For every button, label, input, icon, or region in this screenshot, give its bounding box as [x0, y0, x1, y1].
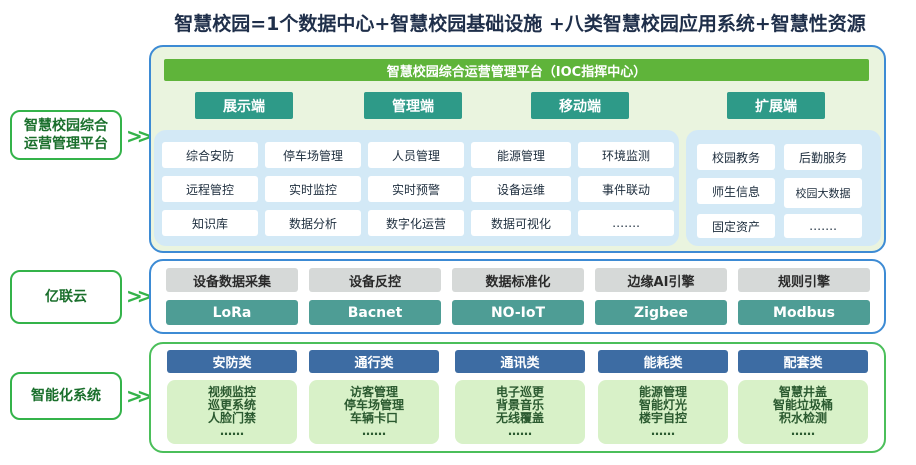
- list-item: 能源管理: [638, 385, 687, 399]
- cloud-protocol[interactable]: Zigbee: [595, 300, 727, 325]
- intelligent-label: 智能化系统: [10, 372, 122, 420]
- list-item: 巡更系统: [207, 398, 256, 412]
- extension-cell[interactable]: 后勤服务: [784, 144, 862, 170]
- terminal-management[interactable]: 管理端: [364, 92, 462, 119]
- cloud-function[interactable]: 边缘AI引擎: [595, 268, 727, 292]
- list-item: 智能灯光: [638, 398, 687, 412]
- module-cell[interactable]: 综合安防: [162, 142, 258, 168]
- list-item: 视频监控: [207, 385, 256, 399]
- list-item: 无线覆盖: [495, 411, 544, 425]
- list-item: 车辆卡口: [349, 411, 398, 425]
- list-item: ……: [508, 424, 532, 438]
- category-items: 智慧井盖 智能垃圾桶 积水检测 ……: [738, 380, 868, 444]
- module-cell[interactable]: 设备运维: [471, 176, 571, 202]
- terminal-display[interactable]: 展示端: [195, 92, 293, 119]
- list-item: 背景音乐: [495, 398, 544, 412]
- terminal-extension[interactable]: 扩展端: [727, 92, 825, 119]
- module-cell[interactable]: 远程管控: [162, 176, 258, 202]
- platform-label: 智慧校园综合 运营管理平台: [10, 110, 122, 160]
- terminal-mobile[interactable]: 移动端: [531, 92, 629, 119]
- module-cell[interactable]: 人员管理: [368, 142, 464, 168]
- list-item: ……: [362, 424, 386, 438]
- chevron-right-icon: >>: [126, 284, 153, 308]
- category-access[interactable]: 通行类: [309, 350, 439, 373]
- list-item: 智慧井盖: [778, 385, 827, 399]
- category-security[interactable]: 安防类: [167, 350, 297, 373]
- list-item: 停车场管理: [343, 398, 404, 412]
- cloud-function[interactable]: 设备反控: [309, 268, 441, 292]
- category-items: 电子巡更 背景音乐 无线覆盖 ……: [455, 380, 585, 444]
- module-cell[interactable]: 实时监控: [265, 176, 361, 202]
- category-items: 能源管理 智能灯光 楼宇自控 ……: [598, 380, 728, 444]
- list-item: 人脸门禁: [207, 411, 256, 425]
- category-energy[interactable]: 能耗类: [598, 350, 728, 373]
- module-cell[interactable]: 停车场管理: [265, 142, 361, 168]
- list-item: 电子巡更: [495, 385, 544, 399]
- module-cell[interactable]: 数据可视化: [471, 210, 571, 236]
- cloud-function[interactable]: 设备数据采集: [166, 268, 298, 292]
- extension-cell[interactable]: 师生信息: [697, 178, 775, 204]
- module-cell[interactable]: …….: [578, 210, 674, 236]
- cloud-function[interactable]: 规则引擎: [738, 268, 870, 292]
- extension-cell[interactable]: 固定资产: [697, 214, 775, 238]
- extension-cell[interactable]: …….: [784, 214, 862, 238]
- list-item: ……: [791, 424, 815, 438]
- platform-label-line1: 智慧校园综合: [24, 118, 108, 134]
- list-item: 访客管理: [349, 385, 398, 399]
- category-communication[interactable]: 通讯类: [455, 350, 585, 373]
- list-item: ……: [651, 424, 675, 438]
- category-items: 视频监控 巡更系统 人脸门禁 ……: [167, 380, 297, 444]
- extension-cell[interactable]: 校园教务: [697, 144, 775, 170]
- cloud-label: 亿联云: [10, 270, 122, 324]
- platform-label-line2: 运营管理平台: [24, 136, 108, 152]
- module-cell[interactable]: 环境监测: [578, 142, 674, 168]
- list-item: ……: [220, 424, 244, 438]
- category-supporting[interactable]: 配套类: [738, 350, 868, 373]
- chevron-right-icon: >>: [126, 124, 153, 148]
- chevron-right-icon: >>: [126, 384, 153, 408]
- page-title: 智慧校园=1个数据中心+智慧校园基础设施 +八类智慧校园应用系统+智慧性资源: [174, 12, 866, 35]
- list-item: 积水检测: [778, 411, 827, 425]
- cloud-function[interactable]: 数据标准化: [452, 268, 584, 292]
- list-item: 楼宇自控: [638, 411, 687, 425]
- module-cell[interactable]: 事件联动: [578, 176, 674, 202]
- cloud-protocol[interactable]: NO-IoT: [452, 300, 584, 325]
- module-cell[interactable]: 实时预警: [368, 176, 464, 202]
- extension-cell[interactable]: 校园大数据: [784, 178, 862, 208]
- category-items: 访客管理 停车场管理 车辆卡口 ……: [309, 380, 439, 444]
- ioc-bar: 智慧校园综合运营管理平台（IOC指挥中心）: [164, 59, 869, 81]
- cloud-protocol[interactable]: LoRa: [166, 300, 298, 325]
- list-item: 智能垃圾桶: [772, 398, 833, 412]
- cloud-protocol[interactable]: Modbus: [738, 300, 870, 325]
- module-cell[interactable]: 知识库: [162, 210, 258, 236]
- module-cell[interactable]: 能源管理: [471, 142, 571, 168]
- cloud-protocol[interactable]: Bacnet: [309, 300, 441, 325]
- module-cell[interactable]: 数据分析: [265, 210, 361, 236]
- module-cell[interactable]: 数字化运营: [368, 210, 464, 236]
